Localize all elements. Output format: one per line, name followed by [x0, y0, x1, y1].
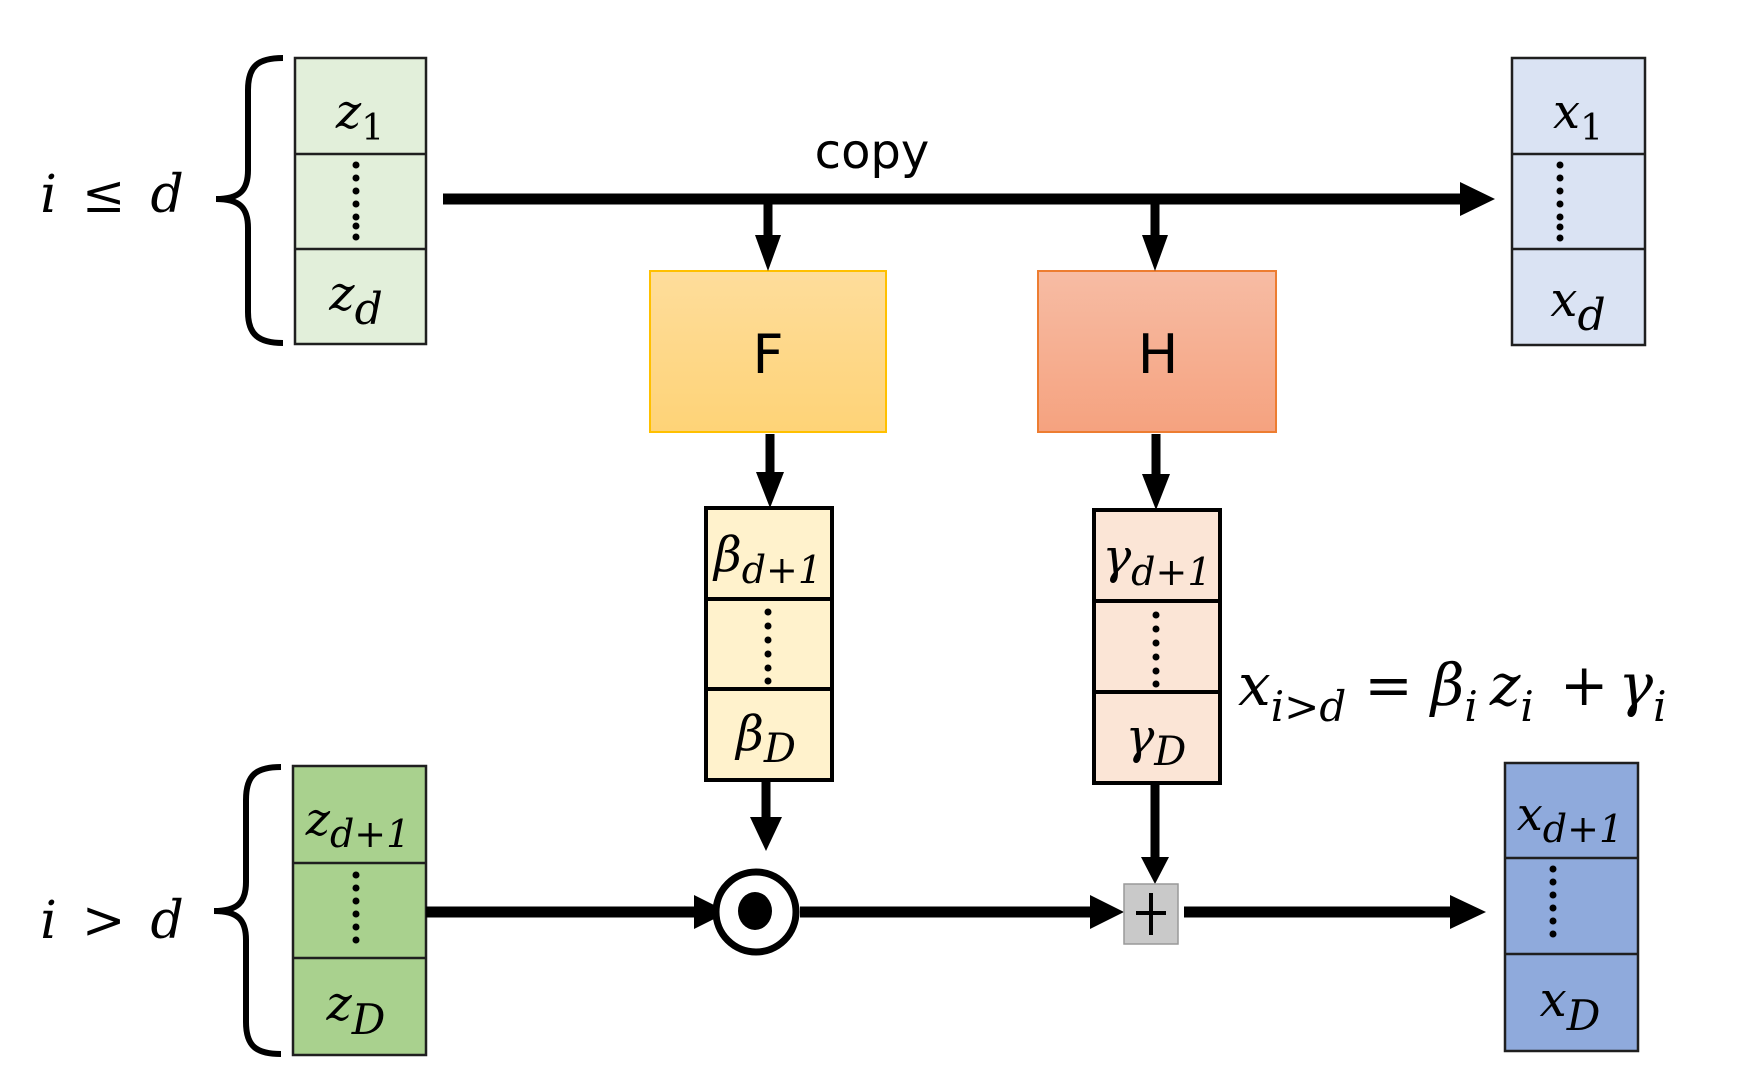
brace-top-icon	[215, 55, 284, 346]
formula-lhs-sub: i>d	[1271, 682, 1347, 731]
formula-equals: =	[1364, 651, 1413, 719]
vdots-icon	[764, 608, 772, 685]
brace-bottom-icon	[213, 764, 282, 1057]
arrow-copy-to-f	[755, 199, 781, 271]
vector-gamma: γd+1 γD	[1092, 508, 1222, 785]
x-d-label: xd	[1550, 272, 1605, 341]
function-h-label: H	[1138, 323, 1179, 386]
vector-beta: βd+1 βD	[704, 506, 834, 782]
arrow-f-to-beta	[756, 434, 784, 508]
vector-z-top: z1 zd	[293, 56, 428, 346]
vdots-icon	[352, 871, 360, 944]
condition-top: i ≤ d	[40, 165, 184, 225]
z-d-label: zd	[328, 266, 382, 335]
arrow-hadamard-to-add	[800, 895, 1124, 929]
copy-label: copy	[815, 124, 930, 180]
z-1-label: z1	[335, 84, 384, 149]
arrow-z-to-hadamard	[426, 895, 728, 929]
cond-bottom-var: i	[40, 891, 57, 951]
copy-arrow	[443, 182, 1495, 216]
add-operator-icon	[1123, 883, 1179, 945]
cond-top-rhs: d	[150, 165, 183, 225]
formula-z: z	[1489, 651, 1521, 719]
vdots-icon	[1556, 161, 1564, 242]
vdots-icon	[1152, 611, 1160, 688]
beta-D-label: βD	[734, 706, 796, 772]
beta-d-plus-1-label: βd+1	[712, 527, 822, 592]
formula-z-sub: i	[1520, 682, 1533, 731]
formula-beta: β	[1429, 651, 1465, 719]
cond-top-op: ≤	[82, 165, 126, 225]
formula-lhs: x	[1238, 651, 1271, 719]
cond-bottom-rhs: d	[150, 891, 183, 951]
formula-gamma-sub: i	[1653, 682, 1666, 731]
gamma-D-label: γD	[1126, 709, 1187, 775]
svg-text:i > d: i > d	[40, 891, 184, 951]
x-d-plus-1-label: xd+1	[1517, 787, 1623, 851]
arrow-add-to-x	[1184, 895, 1486, 929]
gamma-d-plus-1-label: γd+1	[1102, 529, 1211, 594]
function-f-label: F	[752, 323, 783, 386]
cond-bottom-op: >	[82, 891, 126, 951]
svg-text:i ≤ d: i ≤ d	[40, 165, 184, 225]
arrow-gamma-to-add	[1141, 783, 1169, 884]
x-1-label: x1	[1553, 84, 1603, 149]
z-d-plus-1-label: zd+1	[305, 792, 411, 856]
vector-z-bottom: zd+1 zD	[291, 764, 428, 1057]
hadamard-product-icon	[712, 868, 800, 956]
condition-bottom: i > d	[40, 891, 184, 951]
x-D-label: xD	[1540, 972, 1601, 1040]
formula-plus: +	[1560, 651, 1609, 719]
cond-top-var: i	[40, 165, 57, 225]
vector-x-bottom: xd+1 xD	[1503, 761, 1640, 1053]
arrow-h-to-gamma	[1142, 434, 1170, 510]
vector-x-top: x1 xd	[1510, 56, 1647, 347]
arrow-copy-to-h	[1142, 199, 1168, 271]
vdots-icon	[352, 161, 360, 241]
formula-gamma: γ	[1618, 651, 1653, 719]
function-f-box: F	[649, 270, 887, 433]
function-h-box: H	[1037, 270, 1277, 433]
z-D-label: zD	[326, 976, 386, 1044]
arrow-beta-to-hadamard	[750, 780, 782, 851]
vdots-icon	[1549, 865, 1557, 938]
formula-beta-sub: i	[1464, 682, 1477, 731]
